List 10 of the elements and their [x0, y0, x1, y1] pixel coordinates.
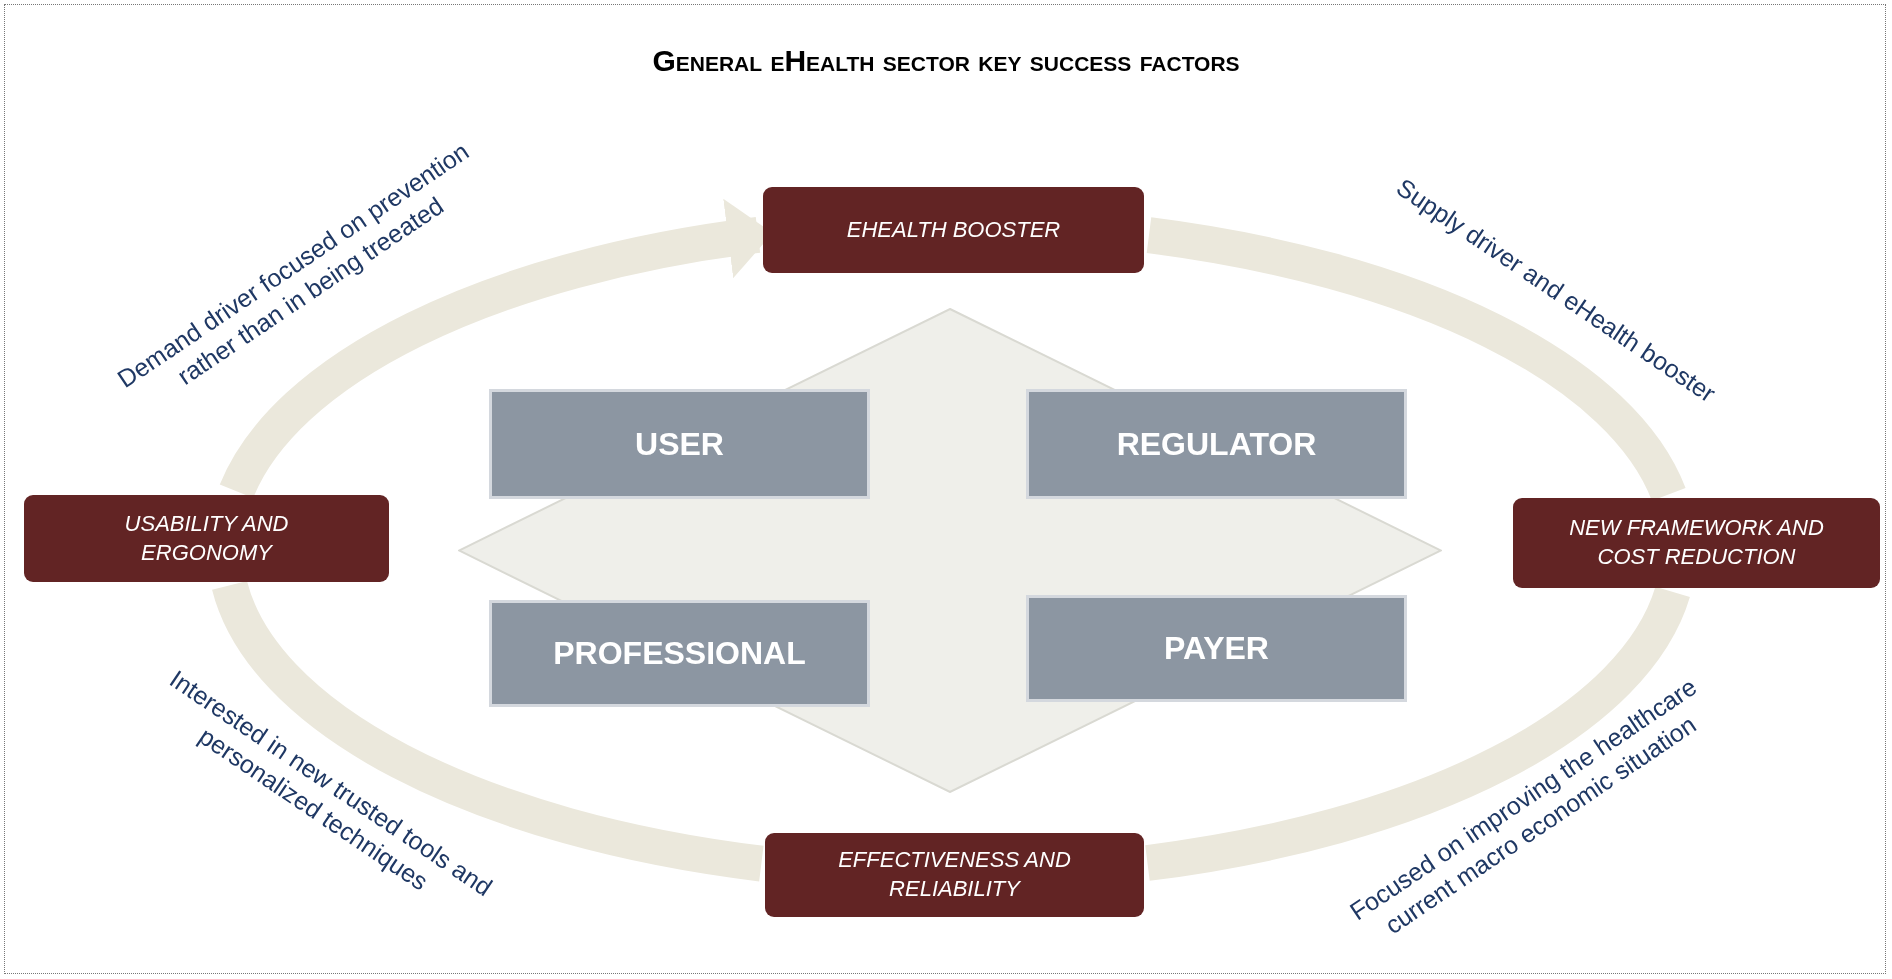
stakeholder-box: PAYER — [1026, 595, 1407, 702]
factor-box: NEW FRAMEWORK AND COST REDUCTION — [1513, 498, 1880, 588]
stakeholder-box: REGULATOR — [1026, 389, 1407, 499]
factor-box: USABILITY AND ERGONOMY — [24, 495, 389, 582]
diamond-shape — [458, 308, 1442, 793]
diagram-title: General eHealth sector key success factors — [651, 44, 1241, 78]
factor-box: EHEALTH BOOSTER — [763, 187, 1144, 273]
stakeholder-box: USER — [489, 389, 870, 499]
stakeholder-box: PROFESSIONAL — [489, 600, 870, 707]
factor-box: EFFECTIVENESS AND RELIABILITY — [765, 833, 1144, 917]
